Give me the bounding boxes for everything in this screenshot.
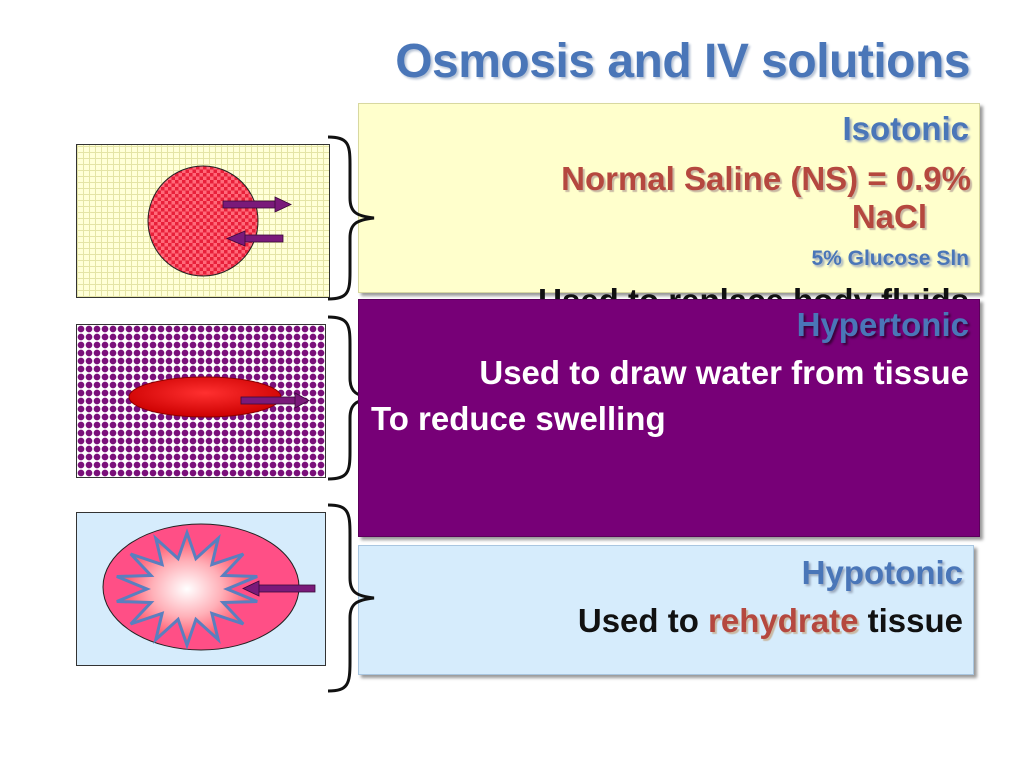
curly-brace-icon	[327, 503, 375, 693]
arrow-left-icon	[225, 230, 284, 247]
hypotonic-prefix: Used to	[577, 602, 709, 639]
isotonic-heading: Isotonic	[842, 110, 969, 147]
isotonic-panel: Isotonic Normal Saline (NS) = 0.9% NaCl …	[358, 103, 980, 319]
hypotonic-suffix: tissue	[858, 602, 963, 639]
arrow-right-icon	[222, 196, 292, 213]
arrow-left-icon	[242, 580, 316, 597]
hypertonic-heading: Hypertonic	[796, 306, 969, 343]
slide-title: Osmosis and IV solutions	[395, 35, 970, 88]
cell-isotonic-icon	[76, 144, 330, 298]
hypotonic-highlight: rehydrate	[708, 602, 859, 639]
hypertonic-line-swelling: To reduce swelling	[371, 400, 666, 437]
hypertonic-line-draw: Used to draw water from tissue	[479, 354, 969, 391]
isotonic-line-saline: Normal Saline (NS) = 0.9%	[561, 160, 971, 197]
hypotonic-heading: Hypotonic	[801, 554, 963, 591]
isotonic-line-nacl: NaCl	[851, 198, 927, 235]
hypotonic-panel: Hypotonic Used to rehydrate tissue	[358, 545, 974, 675]
cell-hypotonic-icon	[76, 512, 326, 666]
arrow-right-icon	[240, 392, 310, 409]
hypotonic-line: Used to rehydrate tissue	[578, 602, 963, 640]
curly-brace-icon	[327, 135, 375, 301]
cell-hypertonic-icon	[76, 324, 326, 478]
isotonic-line-glucose: 5% Glucose Sln	[811, 247, 969, 270]
hypertonic-panel: Hypertonic Used to draw water from tissu…	[358, 299, 980, 537]
